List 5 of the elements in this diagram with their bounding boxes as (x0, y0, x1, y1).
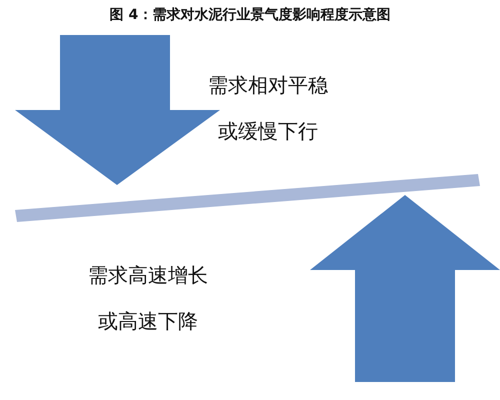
caption-text: 或高速下降 (98, 308, 198, 335)
caption-text: 需求高速增长 (88, 262, 208, 289)
caption-text: 或缓慢下行 (218, 118, 318, 145)
caption-text: 需求相对平稳 (208, 72, 328, 99)
title: 图 4：需求对水泥行业景气度影响程度示意图 (108, 6, 392, 24)
